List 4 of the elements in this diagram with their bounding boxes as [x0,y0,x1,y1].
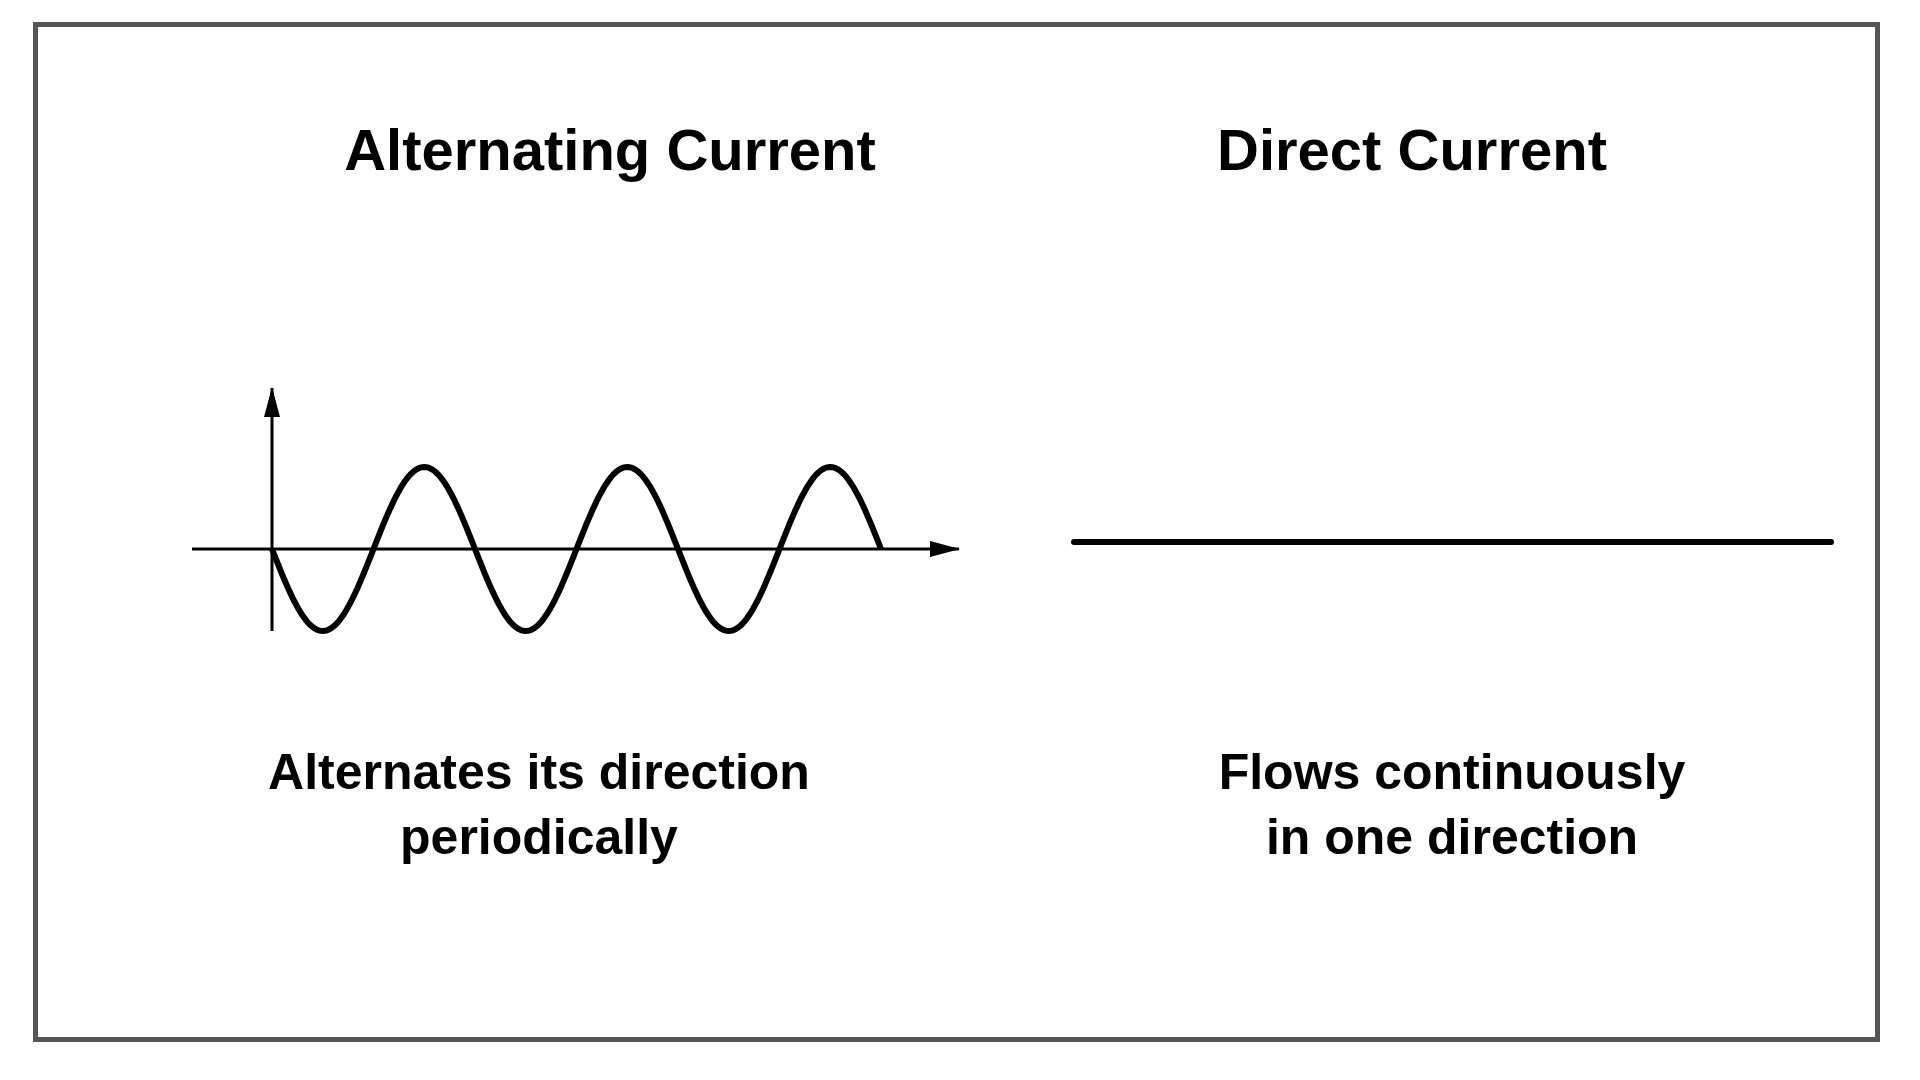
description: Alternates its direction periodically [267,743,811,867]
heading: Direct Current [1217,116,1607,184]
description: Flows continuously in one direction [1218,743,1686,867]
heading: Alternating Current [344,116,876,184]
